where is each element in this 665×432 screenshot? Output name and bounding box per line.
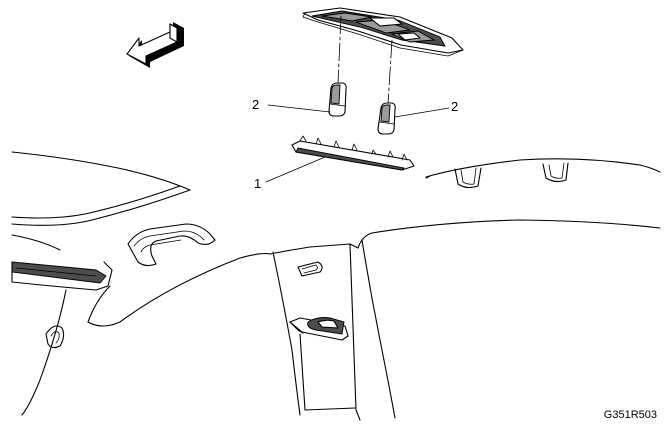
forward-direction-arrow-icon: [126, 22, 184, 68]
roof-rail-trim-left: [11, 261, 113, 291]
headliner-left: [11, 151, 191, 251]
bulb-right: [377, 102, 396, 135]
bulb-guide-lines: [337, 15, 393, 105]
leader-lines: [265, 104, 450, 183]
b-pillar: [269, 243, 359, 416]
body-right: [355, 219, 661, 421]
callout-2-right: 2: [451, 99, 458, 114]
body-left: [21, 252, 271, 416]
figure-code: G351R503: [604, 409, 657, 421]
dome-lamp-housing: [302, 7, 464, 57]
dome-lamp-lens: [291, 135, 415, 171]
bulb-left: [328, 82, 347, 117]
callout-2-left: 2: [252, 97, 259, 112]
callout-1: 1: [254, 176, 261, 191]
seat-belt-guide: [289, 317, 356, 411]
callout-labels: 2 2 1: [252, 97, 458, 191]
grab-handle-left: [127, 223, 216, 267]
headliner-right: [425, 158, 661, 189]
